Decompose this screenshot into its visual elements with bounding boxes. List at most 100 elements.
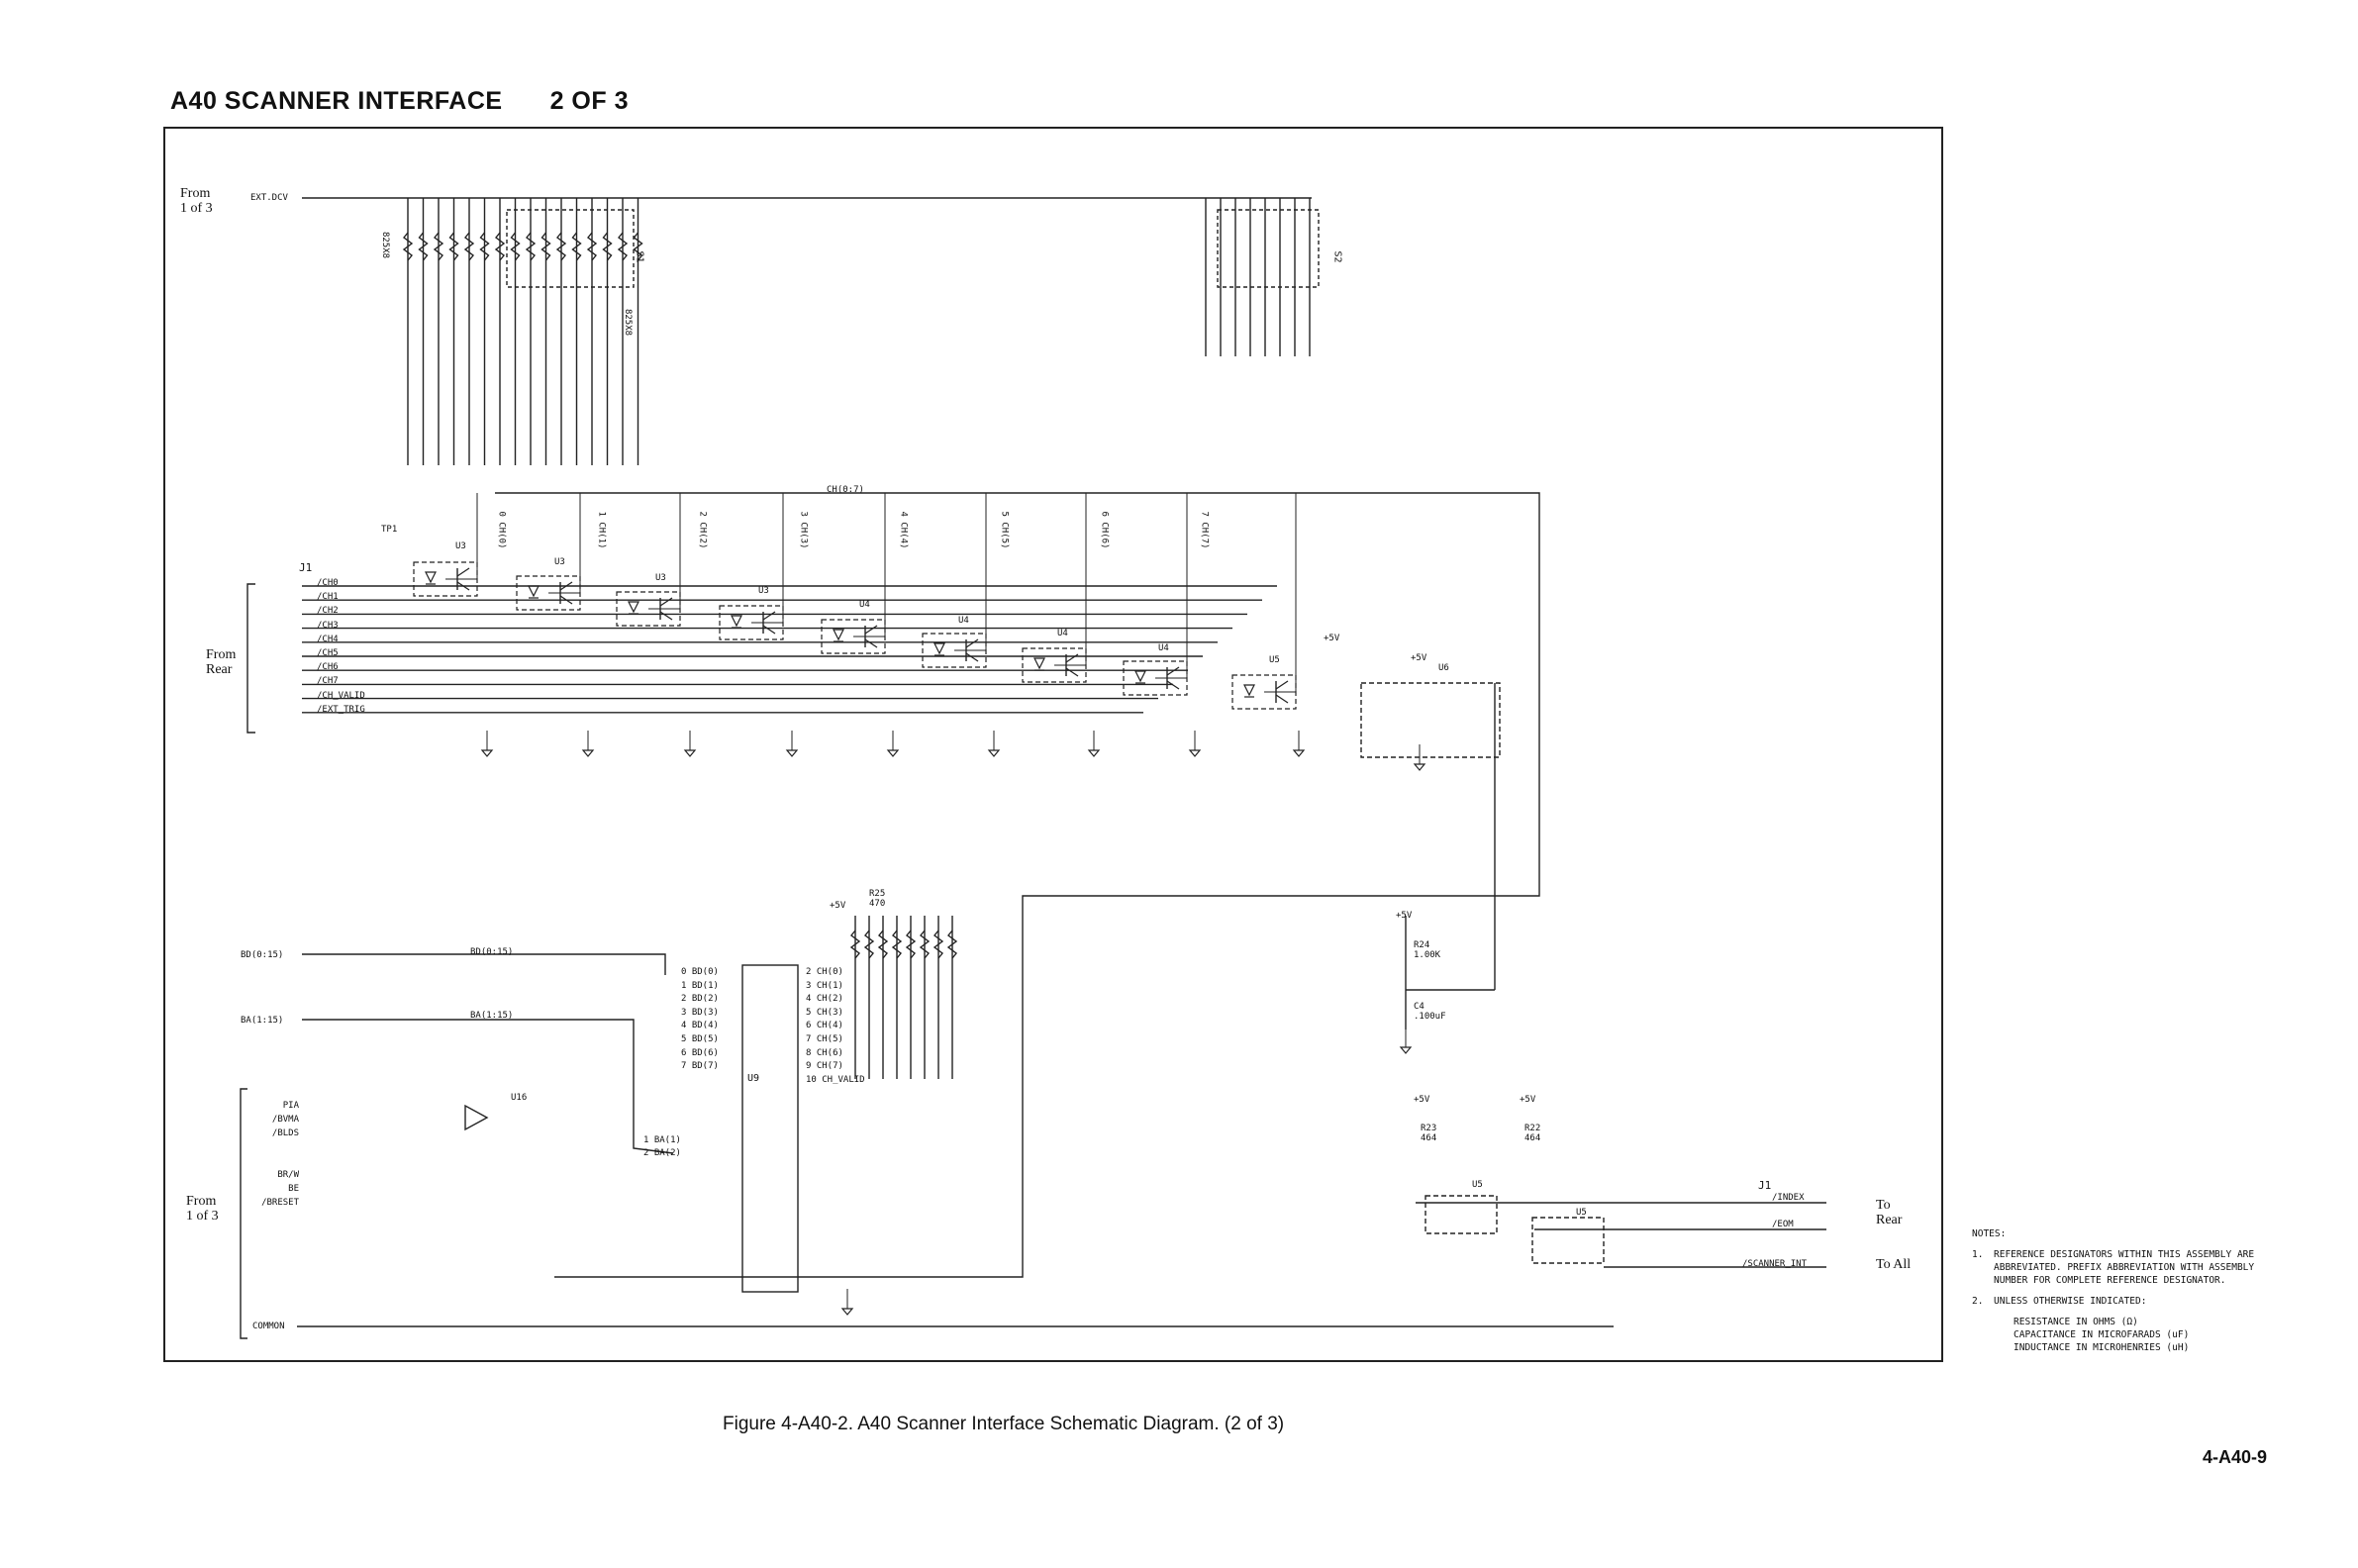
- u9-pin: 0 BD(0): [681, 967, 719, 977]
- page-header: A40 SCANNER INTERFACE 2 OF 3: [170, 87, 629, 116]
- u6-body: [1360, 682, 1501, 758]
- j1-signal: /CH7: [317, 676, 339, 687]
- channel-tap: 7 CH(7): [1199, 511, 1210, 549]
- u9-label: U9: [747, 1073, 760, 1084]
- offpage-label-line: 1 of 3: [180, 201, 213, 216]
- c4-label: C4 .100uF: [1414, 1002, 1446, 1022]
- note-text: REFERENCE DESIGNATORS WITHIN THIS ASSEMB…: [1994, 1249, 2255, 1286]
- optocoupler-symbol: [922, 493, 987, 668]
- offpage-from-rear: From Rear: [206, 647, 236, 677]
- opto-ref: U3: [758, 586, 769, 596]
- note-number: 1.: [1972, 1249, 1984, 1260]
- r23-label: R23 464: [1421, 1124, 1436, 1143]
- ctrl-inputs-1: PIA /BVMA /BLDS: [259, 1099, 299, 1140]
- notes-block: NOTES: 1. REFERENCE DESIGNATORS WITHIN T…: [1972, 1227, 2291, 1354]
- u9-pin: 1 BD(1): [681, 980, 719, 991]
- opto-ref: U3: [655, 573, 666, 583]
- optocoupler-symbol: [1022, 493, 1087, 683]
- u9-pin: 5 CH(3): [806, 1007, 843, 1018]
- note-unit: CAPACITANCE IN MICROFARADS (uF): [2014, 1329, 2190, 1340]
- channel-tap: 6 CH(6): [1099, 511, 1110, 549]
- offpage-label-line: To: [1876, 1198, 1891, 1213]
- note-item: 1. REFERENCE DESIGNATORS WITHIN THIS ASS…: [1972, 1248, 2291, 1287]
- r24-value: 1.00K: [1414, 950, 1441, 960]
- j1-signal: /CH1: [317, 592, 339, 603]
- j1-top-ref: J1: [299, 561, 313, 574]
- channel-tap: 0 CH(0): [496, 511, 507, 549]
- j1-signal: /CH4: [317, 634, 339, 644]
- note-units: RESISTANCE IN OHMS (Ω) CAPACITANCE IN MI…: [1972, 1316, 2291, 1354]
- optocoupler-symbol: [1231, 493, 1297, 710]
- opto-ref: U4: [958, 616, 969, 626]
- optocoupler-symbol: [719, 493, 784, 640]
- r22-ref: R22: [1524, 1124, 1541, 1133]
- net-bd-mid: BD(0:15): [470, 947, 514, 957]
- output-eom: /EOM: [1772, 1220, 1794, 1229]
- net-ch-bus: CH(0:7): [827, 485, 864, 495]
- header-title: A40 SCANNER INTERFACE: [170, 87, 503, 115]
- u9-pin: 3 CH(1): [806, 980, 843, 991]
- note-text: UNLESS OTHERWISE INDICATED:: [1994, 1296, 2147, 1307]
- j1-signal: /CH_VALID: [317, 690, 365, 701]
- schematic-frame: [163, 127, 1943, 1362]
- j1-signal: /EXT_TRIG: [317, 704, 365, 715]
- j1-signal: /CH3: [317, 620, 339, 631]
- net-ext-dcv: EXT.DCV: [250, 193, 288, 203]
- switch-s2-body: [1217, 209, 1320, 288]
- u9-ba-pins: 1 BA(1) 2 BA(2): [643, 1134, 681, 1160]
- r22-label: R22 464: [1524, 1124, 1540, 1143]
- optocoupler-symbol: [516, 493, 581, 611]
- u9-pin: 1 BA(1): [643, 1135, 681, 1145]
- opto-ref: U4: [1158, 643, 1169, 653]
- u6-supply: +5V: [1411, 653, 1427, 663]
- ctrl-input: /BLDS: [271, 1128, 299, 1138]
- note-number: 2.: [1972, 1296, 1984, 1307]
- note-unit: INDUCTANCE IN MICROHENRIES (uH): [2014, 1342, 2190, 1353]
- r25-value: 470: [869, 899, 886, 909]
- ctrl-input: BR/W: [277, 1170, 299, 1180]
- note-item: 2. UNLESS OTHERWISE INDICATED:: [1972, 1295, 2291, 1308]
- r23-ref: R23: [1421, 1124, 1437, 1133]
- u5-supply: +5V: [1324, 634, 1340, 643]
- r22-value: 464: [1524, 1133, 1541, 1143]
- opto-ref: U6: [1438, 663, 1449, 673]
- u9-pin: 6 BD(6): [681, 1047, 719, 1058]
- j1-top-signals: /CH0 /CH1 /CH2 /CH3 /CH4 /CH5 /CH6 /CH7 …: [317, 576, 365, 717]
- offpage-label-line: Rear: [206, 662, 233, 677]
- j1-signal: /CH5: [317, 648, 339, 659]
- net-common: COMMON: [252, 1322, 285, 1331]
- output-index: /INDEX: [1772, 1193, 1805, 1203]
- u9-pin: 2 CH(0): [806, 967, 843, 977]
- figure-caption: Figure 4-A40-2. A40 Scanner Interface Sc…: [723, 1414, 1285, 1434]
- output-scanner-int: /SCANNER_INT: [1742, 1259, 1808, 1269]
- r23-supply: +5V: [1414, 1095, 1430, 1105]
- switch-s1-body: [506, 209, 635, 288]
- opto-ref: U3: [554, 557, 565, 567]
- u16-buffer-triangle: [464, 1104, 489, 1131]
- u9-pin: 10 CH_VALID: [806, 1074, 865, 1085]
- offpage-to-all: To All: [1876, 1257, 1912, 1272]
- ctrl-input: /BRESET: [261, 1198, 299, 1208]
- ctrl-input: BE: [288, 1184, 299, 1194]
- offpage-to-rear: To Rear: [1876, 1198, 1902, 1227]
- u9-pin: 5 BD(5): [681, 1033, 719, 1044]
- offpage-from-1of3-bottom: From 1 of 3: [186, 1194, 219, 1224]
- r24-label: R24 1.00K: [1414, 940, 1440, 960]
- offpage-label-line: From: [206, 647, 237, 662]
- r24-ref: R24: [1414, 940, 1430, 950]
- u9-right-pins: 2 CH(0) 3 CH(1) 4 CH(2) 5 CH(3) 6 CH(4) …: [806, 966, 865, 1087]
- u9-pin: 2 BA(2): [643, 1148, 681, 1158]
- optocoupler-symbol: [616, 493, 681, 627]
- r22-supply: +5V: [1520, 1095, 1536, 1105]
- header-page: 2 OF 3: [549, 87, 629, 115]
- channel-tap: 4 CH(4): [898, 511, 909, 549]
- opto-ref: U5: [1269, 655, 1280, 665]
- u9-pin: 9 CH(7): [806, 1061, 843, 1072]
- j1-signal: /CH0: [317, 578, 339, 588]
- channel-tap: 5 CH(5): [999, 511, 1010, 549]
- r25-ref: R25: [869, 889, 886, 899]
- c4-ref: C4: [1414, 1002, 1425, 1012]
- note-unit: RESISTANCE IN OHMS (Ω): [2014, 1317, 2138, 1327]
- c4-value: .100uF: [1414, 1012, 1446, 1022]
